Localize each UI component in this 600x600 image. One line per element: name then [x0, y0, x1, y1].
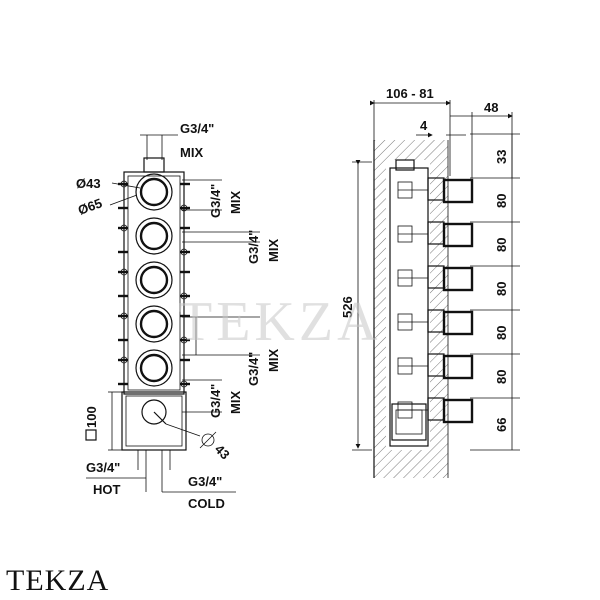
- knob-5: [397, 353, 474, 380]
- hot-thread: G3/4": [86, 460, 120, 475]
- dial-5: [118, 349, 190, 388]
- spacing-label-3: 80: [494, 238, 509, 252]
- side-mix-3-label: MIX: [266, 349, 281, 372]
- knob-6: [397, 397, 474, 424]
- dia-43-label: Ø43: [76, 176, 101, 191]
- cold-label: COLD: [188, 496, 225, 511]
- dial-4: [118, 305, 190, 344]
- spacing-label-2: 80: [494, 194, 509, 208]
- side-view: 106 - 81 48 4 526 33 80 80 80 80 80 66: [340, 86, 520, 478]
- square-dia-label: 43: [212, 442, 233, 463]
- side-body: [389, 167, 429, 447]
- hot-label: HOT: [93, 482, 121, 497]
- depth-range-label: 106 - 81: [386, 86, 434, 101]
- side-mix-2-thread: G3/4": [246, 230, 261, 264]
- spacing-dimensions: 33 80 80 80 80 80 66: [470, 133, 520, 451]
- dia-65-label: Ø65: [76, 195, 104, 218]
- dia-symbol: [201, 433, 215, 447]
- spacing-label-1: 33: [494, 150, 509, 164]
- side-mix-4: G3/4" MIX: [182, 379, 243, 418]
- top-mix-label: MIX: [180, 145, 203, 160]
- offset-48-label: 48: [484, 100, 498, 115]
- side-mix-4-label: MIX: [228, 391, 243, 414]
- side-mix-3-thread: G3/4": [246, 352, 261, 386]
- side-mix-1: G3/4" MIX: [182, 179, 243, 218]
- offset-4-label: 4: [420, 118, 428, 133]
- side-mix-3: G3/4" MIX: [182, 316, 281, 386]
- inlets: G3/4" HOT G3/4" COLD: [86, 450, 236, 511]
- valve-body: [123, 171, 185, 395]
- brand-logo: TEKZA: [6, 564, 109, 597]
- cold-thread: G3/4": [188, 474, 222, 489]
- dial-group: [118, 173, 190, 388]
- dial-1: [118, 173, 190, 212]
- spacing-label-4: 80: [494, 282, 509, 296]
- front-view: G3/4" MIX Ø43 Ø65 G3/4" MIX G3/4" MIX: [76, 121, 281, 511]
- dial-3: [118, 261, 190, 300]
- dial-2: [118, 217, 190, 256]
- side-mix-1-label: MIX: [228, 191, 243, 214]
- square-size-label: 100: [84, 406, 99, 428]
- spacing-label-6: 80: [494, 370, 509, 384]
- spacing-label-7: 66: [494, 418, 509, 432]
- knob-group: [397, 177, 474, 424]
- top-mix-thread: G3/4": [180, 121, 214, 136]
- spacing-label-5: 80: [494, 326, 509, 340]
- side-mix-4-thread: G3/4": [208, 384, 223, 418]
- knob-2: [397, 221, 474, 248]
- side-mix-1-thread: G3/4": [208, 184, 223, 218]
- side-mix-2: G3/4" MIX: [182, 230, 281, 264]
- top-mix-outlet: G3/4" MIX: [140, 121, 214, 173]
- knob-1: [397, 177, 474, 204]
- square-symbol: [85, 429, 97, 441]
- knob-3: [397, 265, 474, 292]
- total-height-label: 526: [340, 296, 355, 318]
- watermark: TEKZA: [178, 291, 382, 353]
- knob-4: [397, 309, 474, 336]
- side-mix-2-label: MIX: [266, 239, 281, 262]
